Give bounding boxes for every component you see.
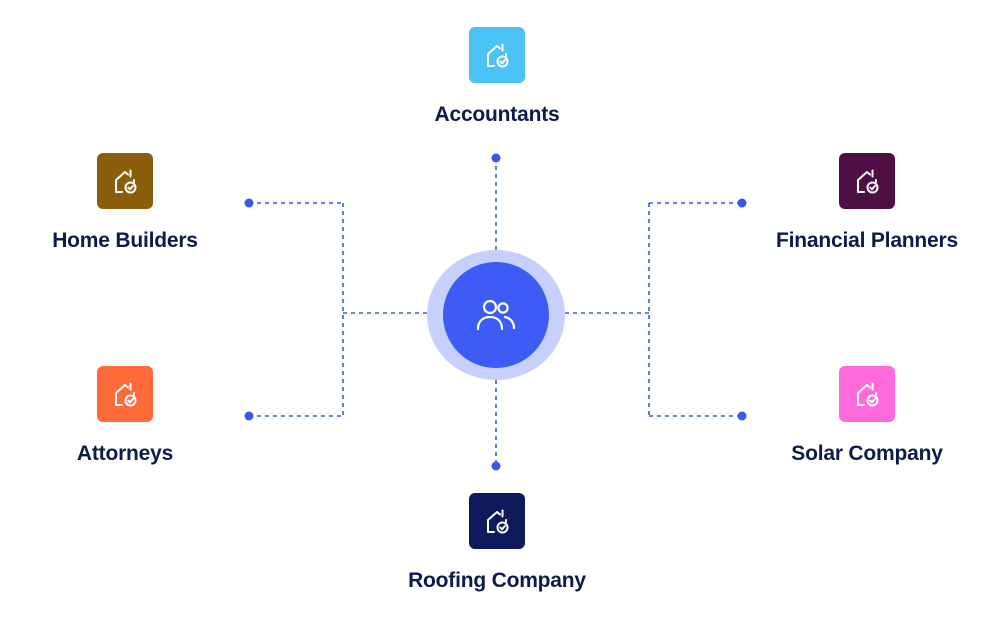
endpoint-dot-bottom	[491, 461, 501, 471]
roofing-company-label: Roofing Company	[408, 569, 586, 592]
financial-planners-tile	[839, 153, 895, 209]
financial-planners-label: Financial Planners	[776, 229, 958, 252]
house-check-icon	[487, 509, 509, 534]
users-icon	[476, 299, 516, 331]
home-builders-tile	[97, 153, 153, 209]
home-builders-label: Home Builders	[52, 229, 198, 252]
house-check-icon	[115, 382, 137, 407]
accountants-tile	[469, 27, 525, 83]
accountants-label: Accountants	[434, 103, 560, 126]
hub-circle	[443, 262, 549, 368]
attorneys-tile	[97, 366, 153, 422]
house-check-icon	[487, 43, 509, 68]
solar-company-tile	[839, 366, 895, 422]
endpoint-dot-home-builders	[244, 198, 254, 208]
node-accountants: Accountants	[397, 27, 597, 127]
node-attorneys: Attorneys	[25, 366, 225, 466]
endpoint-dot-solar-company	[737, 411, 747, 421]
node-solar-company: Solar Company	[767, 366, 967, 466]
endpoint-dot-financial-planners	[737, 198, 747, 208]
house-check-icon	[857, 382, 879, 407]
endpoint-dot-top	[491, 153, 501, 163]
attorneys-label: Attorneys	[76, 442, 174, 465]
house-check-icon	[115, 169, 137, 194]
house-check-icon	[857, 169, 879, 194]
solar-company-label: Solar Company	[791, 442, 943, 465]
hub-halo	[427, 250, 565, 380]
node-roofing-company: Roofing Company	[387, 493, 607, 593]
endpoint-dot-attorneys	[244, 411, 254, 421]
node-home-builders: Home Builders	[25, 153, 225, 253]
roofing-company-tile	[469, 493, 525, 549]
node-financial-planners: Financial Planners	[757, 153, 977, 253]
